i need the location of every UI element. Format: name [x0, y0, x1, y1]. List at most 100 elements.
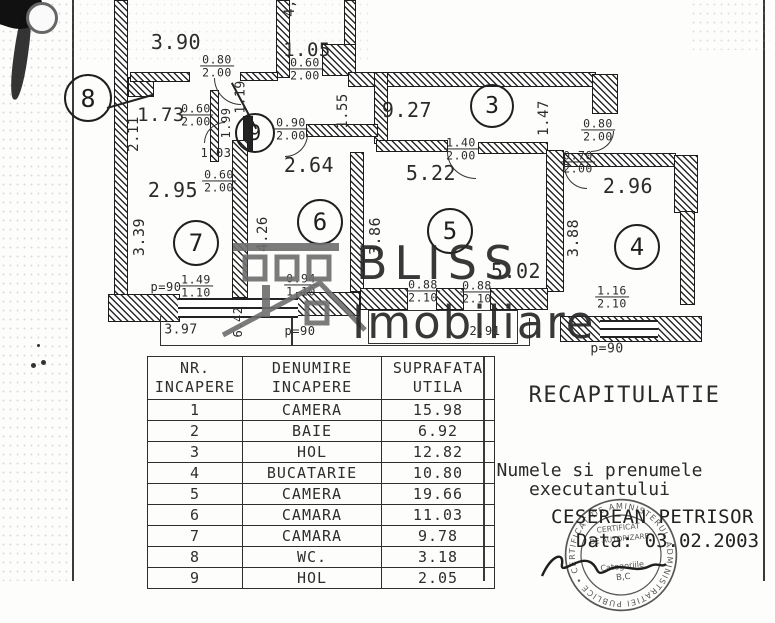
- room-circle-5: 5: [427, 208, 473, 254]
- room-area-table: NR. INCAPERE DENUMIRE INCAPERE SUPRAFATA…: [147, 356, 495, 589]
- dimension-label: 1.05: [283, 39, 331, 61]
- executor-label-line2: executantului: [529, 478, 670, 500]
- table-header-row: NR. INCAPERE DENUMIRE INCAPERE SUPRAFATA…: [147, 356, 495, 400]
- col-header-nr: NR. INCAPERE: [147, 356, 243, 400]
- left-scan-border: [72, 0, 74, 581]
- executor-label: Numele si prenumele executantului: [492, 460, 707, 500]
- watermark-brand-line1: BLISS: [356, 236, 521, 290]
- scan-noise-top-right: [690, 0, 770, 50]
- room-table-cell: CAMERA: [242, 483, 382, 505]
- room-table-cell: HOL: [242, 567, 382, 589]
- recap-title: RECAPITULATIE: [528, 383, 721, 408]
- room-table-cell: 9: [147, 567, 243, 589]
- room-table-cell: 4: [147, 462, 243, 484]
- room-table-cell: 6: [147, 504, 243, 526]
- room-table-cell: 2.05: [381, 567, 495, 589]
- room-table-cell: 10.80: [381, 462, 495, 484]
- room-circle-9: 9: [235, 113, 275, 153]
- dimension-label: 1.99: [219, 107, 233, 139]
- room-table-cell: 1: [147, 399, 243, 421]
- dimension-label: p=90: [150, 280, 182, 294]
- dimension-label: 2.11: [126, 116, 142, 152]
- room-table-cell: 5: [147, 483, 243, 505]
- watermark-brand-line2: Imobiliare: [352, 296, 596, 349]
- room-circle-4: 4: [614, 224, 660, 270]
- dimension-label: p=90: [590, 341, 624, 357]
- signature: [540, 555, 667, 577]
- punch-hole: [26, 2, 58, 34]
- room-table-cell: 12.82: [381, 441, 495, 463]
- dimension-label: 1.03: [200, 146, 232, 160]
- room-table-cell: 2: [147, 420, 243, 442]
- dimension-label: 3.88: [564, 218, 582, 258]
- noise-dot: [41, 360, 46, 365]
- room-table-cell: HOL: [242, 441, 382, 463]
- room-table-cell: CAMERA: [242, 399, 382, 421]
- dimension-label: 2.91: [469, 324, 501, 338]
- room-table-cell: 6.92: [381, 420, 495, 442]
- dimension-label: 4,: [282, 0, 298, 17]
- dimension-label: 3.90: [150, 30, 202, 54]
- dimension-label: 1.19: [233, 80, 249, 114]
- room-circle-3: 3: [470, 84, 514, 128]
- dimension-label: 3.97: [164, 322, 198, 338]
- room-table-cell: CAMARA: [242, 504, 382, 526]
- executor-date: Data: 03.02.2003: [576, 530, 760, 552]
- room-table-cell: BAIE: [242, 420, 382, 442]
- room-table-cell: 19.66: [381, 483, 495, 505]
- room-table-cell: CAMARA: [242, 525, 382, 547]
- noise-dot: [31, 363, 36, 368]
- col-header-denumire: DENUMIRE INCAPERE: [242, 356, 382, 400]
- room-table-cell: 9.78: [381, 525, 495, 547]
- dimension-label: 5.02: [490, 259, 542, 283]
- dimension-label: 1.55: [335, 93, 351, 129]
- col-header-suprafata: SUPRAFATA UTILA: [381, 356, 495, 400]
- room-table-cell: 11.03: [381, 504, 495, 526]
- room-table-cell: 3: [147, 441, 243, 463]
- stamp-line4: B,C: [616, 571, 631, 582]
- room-table-cell: 8: [147, 546, 243, 568]
- room-table-cell: 7: [147, 525, 243, 547]
- right-scan-border: [763, 0, 766, 581]
- dimension-label: 2.64: [283, 153, 335, 177]
- bliss-house-logo-icon: [221, 243, 367, 338]
- dimension-label: p=90: [284, 324, 316, 338]
- room-table-cell: WC.: [242, 546, 382, 568]
- executor-name: CESEREAN PETRISOR: [551, 506, 754, 528]
- dimension-label: 9.27: [381, 98, 433, 122]
- room-table-cell: 3.18: [381, 546, 495, 568]
- dimension-label: 2.96: [602, 174, 654, 198]
- dimension-label: 3.39: [130, 217, 148, 257]
- noise-dot: [37, 344, 40, 347]
- executor-label-line1: Numele si prenumele: [496, 460, 703, 481]
- dimension-label: 5.22: [405, 161, 457, 185]
- dimension-label: 2.95: [147, 178, 199, 202]
- dimension-label: 1.47: [536, 100, 552, 136]
- room-table-cell: 15.98: [381, 399, 495, 421]
- room-circle-7: 7: [173, 220, 219, 266]
- room-circle-8: 8: [64, 74, 112, 122]
- room-table-cell: BUCATARIE: [242, 462, 382, 484]
